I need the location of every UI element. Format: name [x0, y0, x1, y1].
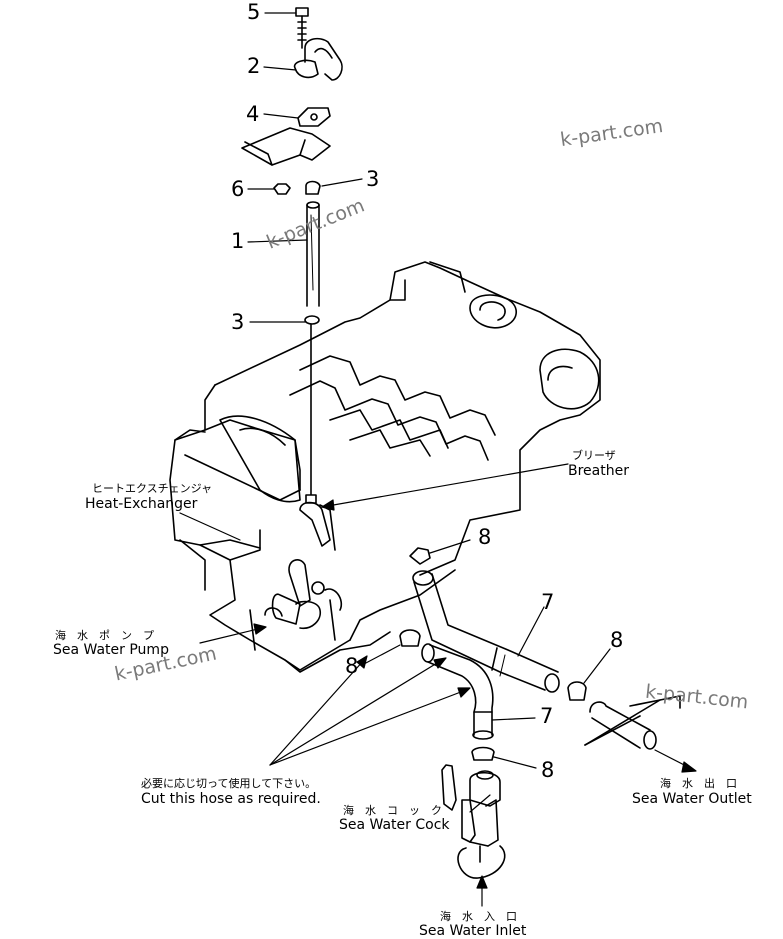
hose-7-upper [413, 571, 559, 692]
callout-8-upper: 8 [478, 525, 492, 549]
callout-6: 6 [231, 177, 245, 201]
callout-5: 5 [247, 0, 261, 24]
sea-water-pump-label-jp: 海 水 ポ ン プ [55, 629, 154, 642]
breather-label: Breather [568, 463, 629, 479]
sea-water-pump-label: Sea Water Pump [53, 642, 169, 658]
sea-water-outlet-label: Sea Water Outlet [632, 791, 752, 807]
callout-7-lower: 7 [540, 704, 554, 728]
callout-8-lower: 8 [541, 758, 555, 782]
callout-7-upper: 7 [541, 590, 555, 614]
heat-exchanger-label: Heat-Exchanger [85, 496, 198, 512]
hose-7-lower [422, 644, 493, 739]
callout-1: 1 [231, 229, 245, 253]
sea-water-cock [442, 765, 505, 878]
callout-8-left: 8 [345, 654, 359, 678]
sea-water-cock-label-jp: 海 水 コ ッ ク [343, 804, 442, 817]
leader-lines [180, 13, 696, 906]
sea-water-cock-label: Sea Water Cock [339, 817, 450, 833]
sea-water-outlet-label-jp: 海 水 出 口 [660, 777, 737, 790]
breather-pipe-assembly [242, 8, 342, 550]
heat-exchanger-label-jp: ヒートエクスチェンジャ [92, 482, 213, 495]
callout-4: 4 [246, 102, 260, 126]
callout-3-lower: 3 [231, 310, 245, 334]
cut-hose-note: Cut this hose as required. [141, 791, 321, 807]
hose-clamps [400, 548, 586, 760]
sea-water-outlet-pipe [585, 696, 680, 749]
breather-label-jp: ブリーザ [572, 449, 616, 462]
callout-2: 2 [247, 54, 261, 78]
cut-hose-note-jp: 必要に応じ切って使用して下さい。 [141, 777, 317, 790]
callout-3-upper: 3 [366, 167, 380, 191]
sea-water-inlet-label-jp: 海 水 入 口 [440, 910, 517, 923]
sea-water-pump [265, 560, 341, 628]
sea-water-inlet-label: Sea Water Inlet [419, 923, 527, 939]
callout-8-right: 8 [610, 628, 624, 652]
engine-block [170, 262, 600, 672]
